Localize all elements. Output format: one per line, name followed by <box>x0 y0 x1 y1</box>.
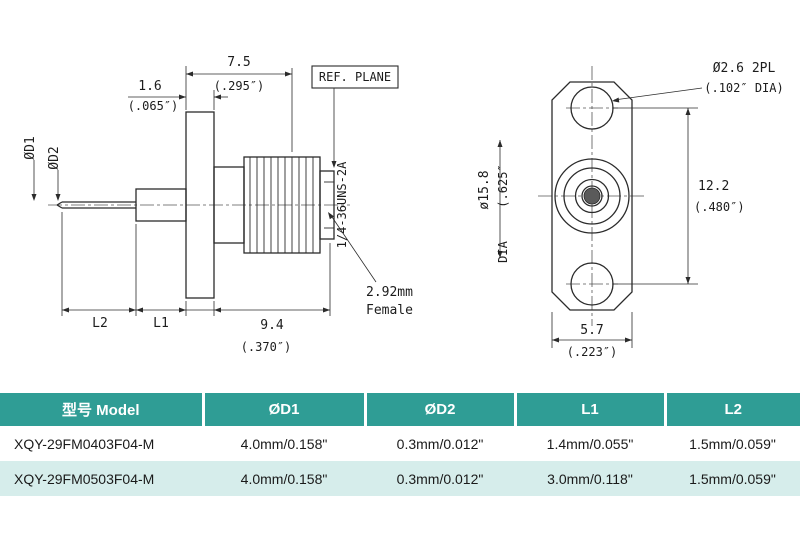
table-header-row: 型号 Model ØD1 ØD2 L1 L2 <box>0 393 800 426</box>
thread-spec-label: 1/4-36UNS-2A <box>335 161 349 248</box>
hole-callout-label-line1: Ø2.6 2PL <box>713 61 776 76</box>
l1-value-cell: 1.4mm/0.055" <box>515 426 665 461</box>
flange-dia-label: ø15.8 <box>477 170 492 209</box>
hole-spacing-inch-label: (.480″) <box>694 200 745 214</box>
hole-spacing-label: 12.2 <box>698 179 729 194</box>
dim-9-4-label: 9.4 <box>260 318 284 333</box>
interface-type-label-line2: Female <box>366 303 413 318</box>
interface-face <box>319 170 335 240</box>
flange-front-view <box>551 81 633 311</box>
d2-label: ØD2 <box>47 146 62 169</box>
front-view-arrowheads <box>497 97 691 343</box>
table-row: XQY-29FM0403F04-M 4.0mm/0.158" 0.3mm/0.0… <box>0 426 800 461</box>
dim-7-5-inch-label: (.295″) <box>214 79 265 93</box>
flange-width-inch-label: (.223″) <box>567 345 618 359</box>
d1-label: ØD1 <box>23 136 38 159</box>
dim-9-4-inch-label: (.370″) <box>241 340 292 354</box>
interface-type-label-line1: 2.92mm <box>366 285 413 300</box>
side-view-geometry <box>56 111 335 299</box>
thread-hatch <box>249 157 314 253</box>
model-cell: XQY-29FM0503F04-M <box>0 461 203 496</box>
front-view-dimensions <box>499 87 703 348</box>
front-view: Ø2.6 2PL (.102″ DIA) ø15.8 (.625″ DIA 12… <box>477 61 784 359</box>
l1-label: L1 <box>153 316 169 331</box>
flange-dia-suffix-label: DIA <box>496 240 510 262</box>
l2-value-cell: 1.5mm/0.059" <box>665 461 800 496</box>
contact-hatch <box>583 187 601 205</box>
d2-value-cell: 0.3mm/0.012" <box>365 426 515 461</box>
ref-plane-label: REF. PLANE <box>319 70 391 84</box>
col-header-d2: ØD2 <box>363 393 515 426</box>
dim-1-6-label: 1.6 <box>138 79 161 94</box>
l2-label: L2 <box>92 316 108 331</box>
l1-value-cell: 3.0mm/0.118" <box>515 461 665 496</box>
dim-7-5-label: 7.5 <box>227 55 250 70</box>
d2-value-cell: 0.3mm/0.012" <box>365 461 515 496</box>
l2-value-cell: 1.5mm/0.059" <box>665 426 800 461</box>
model-cell: XQY-29FM0403F04-M <box>0 426 203 461</box>
front-view-geometry <box>551 81 633 311</box>
col-header-model: 型号 Model <box>0 393 203 426</box>
model-spec-table: 型号 Model ØD1 ØD2 L1 L2 XQY-29FM0403F04-M… <box>0 393 800 496</box>
d1-value-cell: 4.0mm/0.158" <box>203 426 365 461</box>
technical-drawing: 7.5 (.295″) 1.6 (.065″) REF. PLANE ØD1 Ø… <box>23 55 784 359</box>
ref-plane-box <box>311 65 399 89</box>
col-header-d1: ØD1 <box>201 393 365 426</box>
flange-dia-inch-label: (.625″ <box>496 164 510 207</box>
side-view-dimensions <box>33 66 377 316</box>
flange-width-label: 5.7 <box>580 323 603 338</box>
side-view: 7.5 (.295″) 1.6 (.065″) REF. PLANE ØD1 Ø… <box>23 55 413 354</box>
col-header-l2: L2 <box>663 393 800 426</box>
side-view-arrowheads <box>31 71 337 313</box>
hole-callout-label-line2: (.102″ DIA) <box>704 81 783 95</box>
connector-interface-circles <box>554 158 630 234</box>
col-header-l1: L1 <box>513 393 665 426</box>
d1-value-cell: 4.0mm/0.158" <box>203 461 365 496</box>
table-row: XQY-29FM0503F04-M 4.0mm/0.158" 0.3mm/0.0… <box>0 461 800 496</box>
dim-1-6-inch-label: (.065″) <box>128 99 179 113</box>
